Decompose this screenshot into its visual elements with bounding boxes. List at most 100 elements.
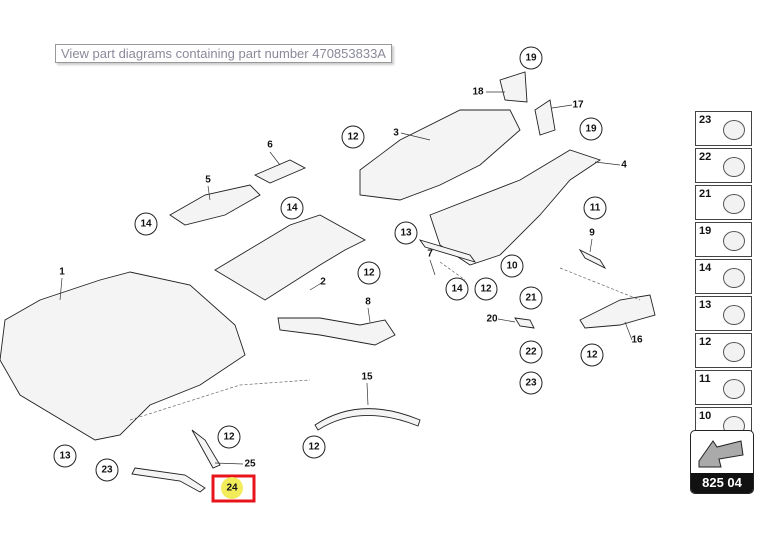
callout-12[interactable]: 12: [580, 343, 604, 367]
fastener-icon: [723, 268, 745, 288]
part-17-bracket[interactable]: [534, 99, 556, 136]
legend-item-21[interactable]: 21: [695, 185, 752, 220]
legend-item-14[interactable]: 14: [695, 259, 752, 294]
callout-14[interactable]: 14: [134, 212, 158, 236]
callout-12[interactable]: 12: [474, 277, 498, 301]
fastener-icon: [723, 120, 745, 140]
part-6-plate[interactable]: [253, 159, 307, 184]
highlight-box: [211, 474, 256, 503]
part-label-16[interactable]: 16: [631, 335, 643, 346]
callout-24[interactable]: 24: [221, 477, 243, 499]
callout-number: 23: [525, 378, 537, 389]
callout-19[interactable]: 19: [519, 46, 543, 70]
callout-number: 10: [506, 261, 518, 272]
fastener-icon: [723, 342, 745, 362]
callout-13[interactable]: 13: [394, 221, 418, 245]
callout-10[interactable]: 10: [500, 254, 524, 278]
part-label-8[interactable]: 8: [365, 297, 371, 308]
callout-22[interactable]: 22: [519, 340, 543, 364]
callout-number: 12: [308, 442, 320, 453]
diagram-nav-badge[interactable]: 825 04: [690, 430, 754, 494]
callout-21[interactable]: 21: [519, 286, 543, 310]
callout-23[interactable]: 23: [95, 458, 119, 482]
part-2-panel[interactable]: [214, 214, 366, 301]
legend-item-19[interactable]: 19: [695, 222, 752, 257]
part-9-strip[interactable]: [578, 248, 607, 270]
part-label-9[interactable]: 9: [589, 228, 595, 239]
tooltip: View part diagrams containing part numbe…: [55, 44, 392, 63]
callout-number: 24: [226, 483, 238, 494]
callout-number: 14: [451, 284, 463, 295]
fastener-icon: [723, 157, 745, 177]
fastener-icon: [723, 194, 745, 214]
part-16-bracket[interactable]: [579, 294, 656, 329]
legend-item-13[interactable]: 13: [695, 296, 752, 331]
callout-number: 19: [585, 124, 597, 135]
fastener-icon: [723, 231, 745, 251]
part-1-underbody-panel[interactable]: [0, 271, 246, 441]
part-18-bracket[interactable]: [499, 71, 528, 103]
part-3-tunnel-panel[interactable]: [359, 109, 521, 201]
legend-number: 13: [699, 299, 712, 311]
callout-13[interactable]: 13: [53, 444, 77, 468]
arrow-icon: [698, 440, 744, 468]
part-5-panel[interactable]: [169, 184, 261, 226]
callout-number: 23: [101, 465, 113, 476]
part-15-arc-strip[interactable]: [314, 408, 421, 431]
part-label-25[interactable]: 25: [244, 459, 256, 470]
legend-number: 22: [699, 151, 712, 163]
callout-number: 12: [363, 268, 375, 279]
callout-23[interactable]: 23: [519, 371, 543, 395]
part-8-trim[interactable]: [277, 317, 396, 346]
part-label-3[interactable]: 3: [393, 128, 399, 139]
legend-number: 11: [699, 373, 711, 385]
part-label-4[interactable]: 4: [621, 160, 627, 171]
legend-item-12[interactable]: 12: [695, 333, 752, 368]
legend-item-22[interactable]: 22: [695, 148, 752, 183]
part-label-2[interactable]: 2: [320, 277, 326, 288]
part-label-18[interactable]: 18: [472, 87, 484, 98]
legend-number: 14: [699, 262, 712, 274]
callout-number: 13: [400, 228, 412, 239]
callout-number: 14: [286, 203, 298, 214]
callout-12[interactable]: 12: [302, 435, 326, 459]
diagram-number: 825 04: [691, 473, 753, 493]
legend-number: 12: [699, 336, 712, 348]
part-label-7[interactable]: 7: [427, 249, 433, 260]
part-label-1[interactable]: 1: [59, 267, 65, 278]
callout-19[interactable]: 19: [579, 117, 603, 141]
callout-number: 12: [347, 132, 359, 143]
callout-14[interactable]: 14: [280, 196, 304, 220]
callout-number: 11: [590, 203, 601, 214]
part-24-strip[interactable]: [131, 467, 206, 493]
callout-number: 12: [586, 350, 598, 361]
callout-number: 21: [525, 293, 537, 304]
legend-item-11[interactable]: 11: [695, 370, 752, 405]
callout-12[interactable]: 12: [357, 261, 381, 285]
part-label-6[interactable]: 6: [267, 140, 273, 151]
callout-number: 22: [525, 347, 537, 358]
callout-number: 13: [59, 451, 71, 462]
callout-12[interactable]: 12: [341, 125, 365, 149]
callout-number: 12: [223, 432, 235, 443]
part-label-15[interactable]: 15: [361, 372, 373, 383]
callout-number: 12: [480, 284, 492, 295]
part-label-17[interactable]: 17: [572, 100, 584, 111]
part-label-20[interactable]: 20: [486, 314, 498, 325]
legend-number: 21: [699, 188, 712, 200]
fastener-icon: [723, 305, 745, 325]
part-7-strip[interactable]: [418, 239, 477, 263]
callout-12[interactable]: 12: [217, 425, 241, 449]
callout-number: 19: [525, 53, 537, 64]
part-25-strip[interactable]: [191, 429, 221, 469]
legend-number: 19: [699, 225, 712, 237]
legend-item-23[interactable]: 23: [695, 111, 752, 146]
callout-14[interactable]: 14: [445, 277, 469, 301]
callout-11[interactable]: 11: [583, 196, 607, 220]
part-20-clip[interactable]: [514, 317, 535, 329]
part-label-5[interactable]: 5: [205, 175, 211, 186]
fastener-icon: [723, 379, 745, 399]
